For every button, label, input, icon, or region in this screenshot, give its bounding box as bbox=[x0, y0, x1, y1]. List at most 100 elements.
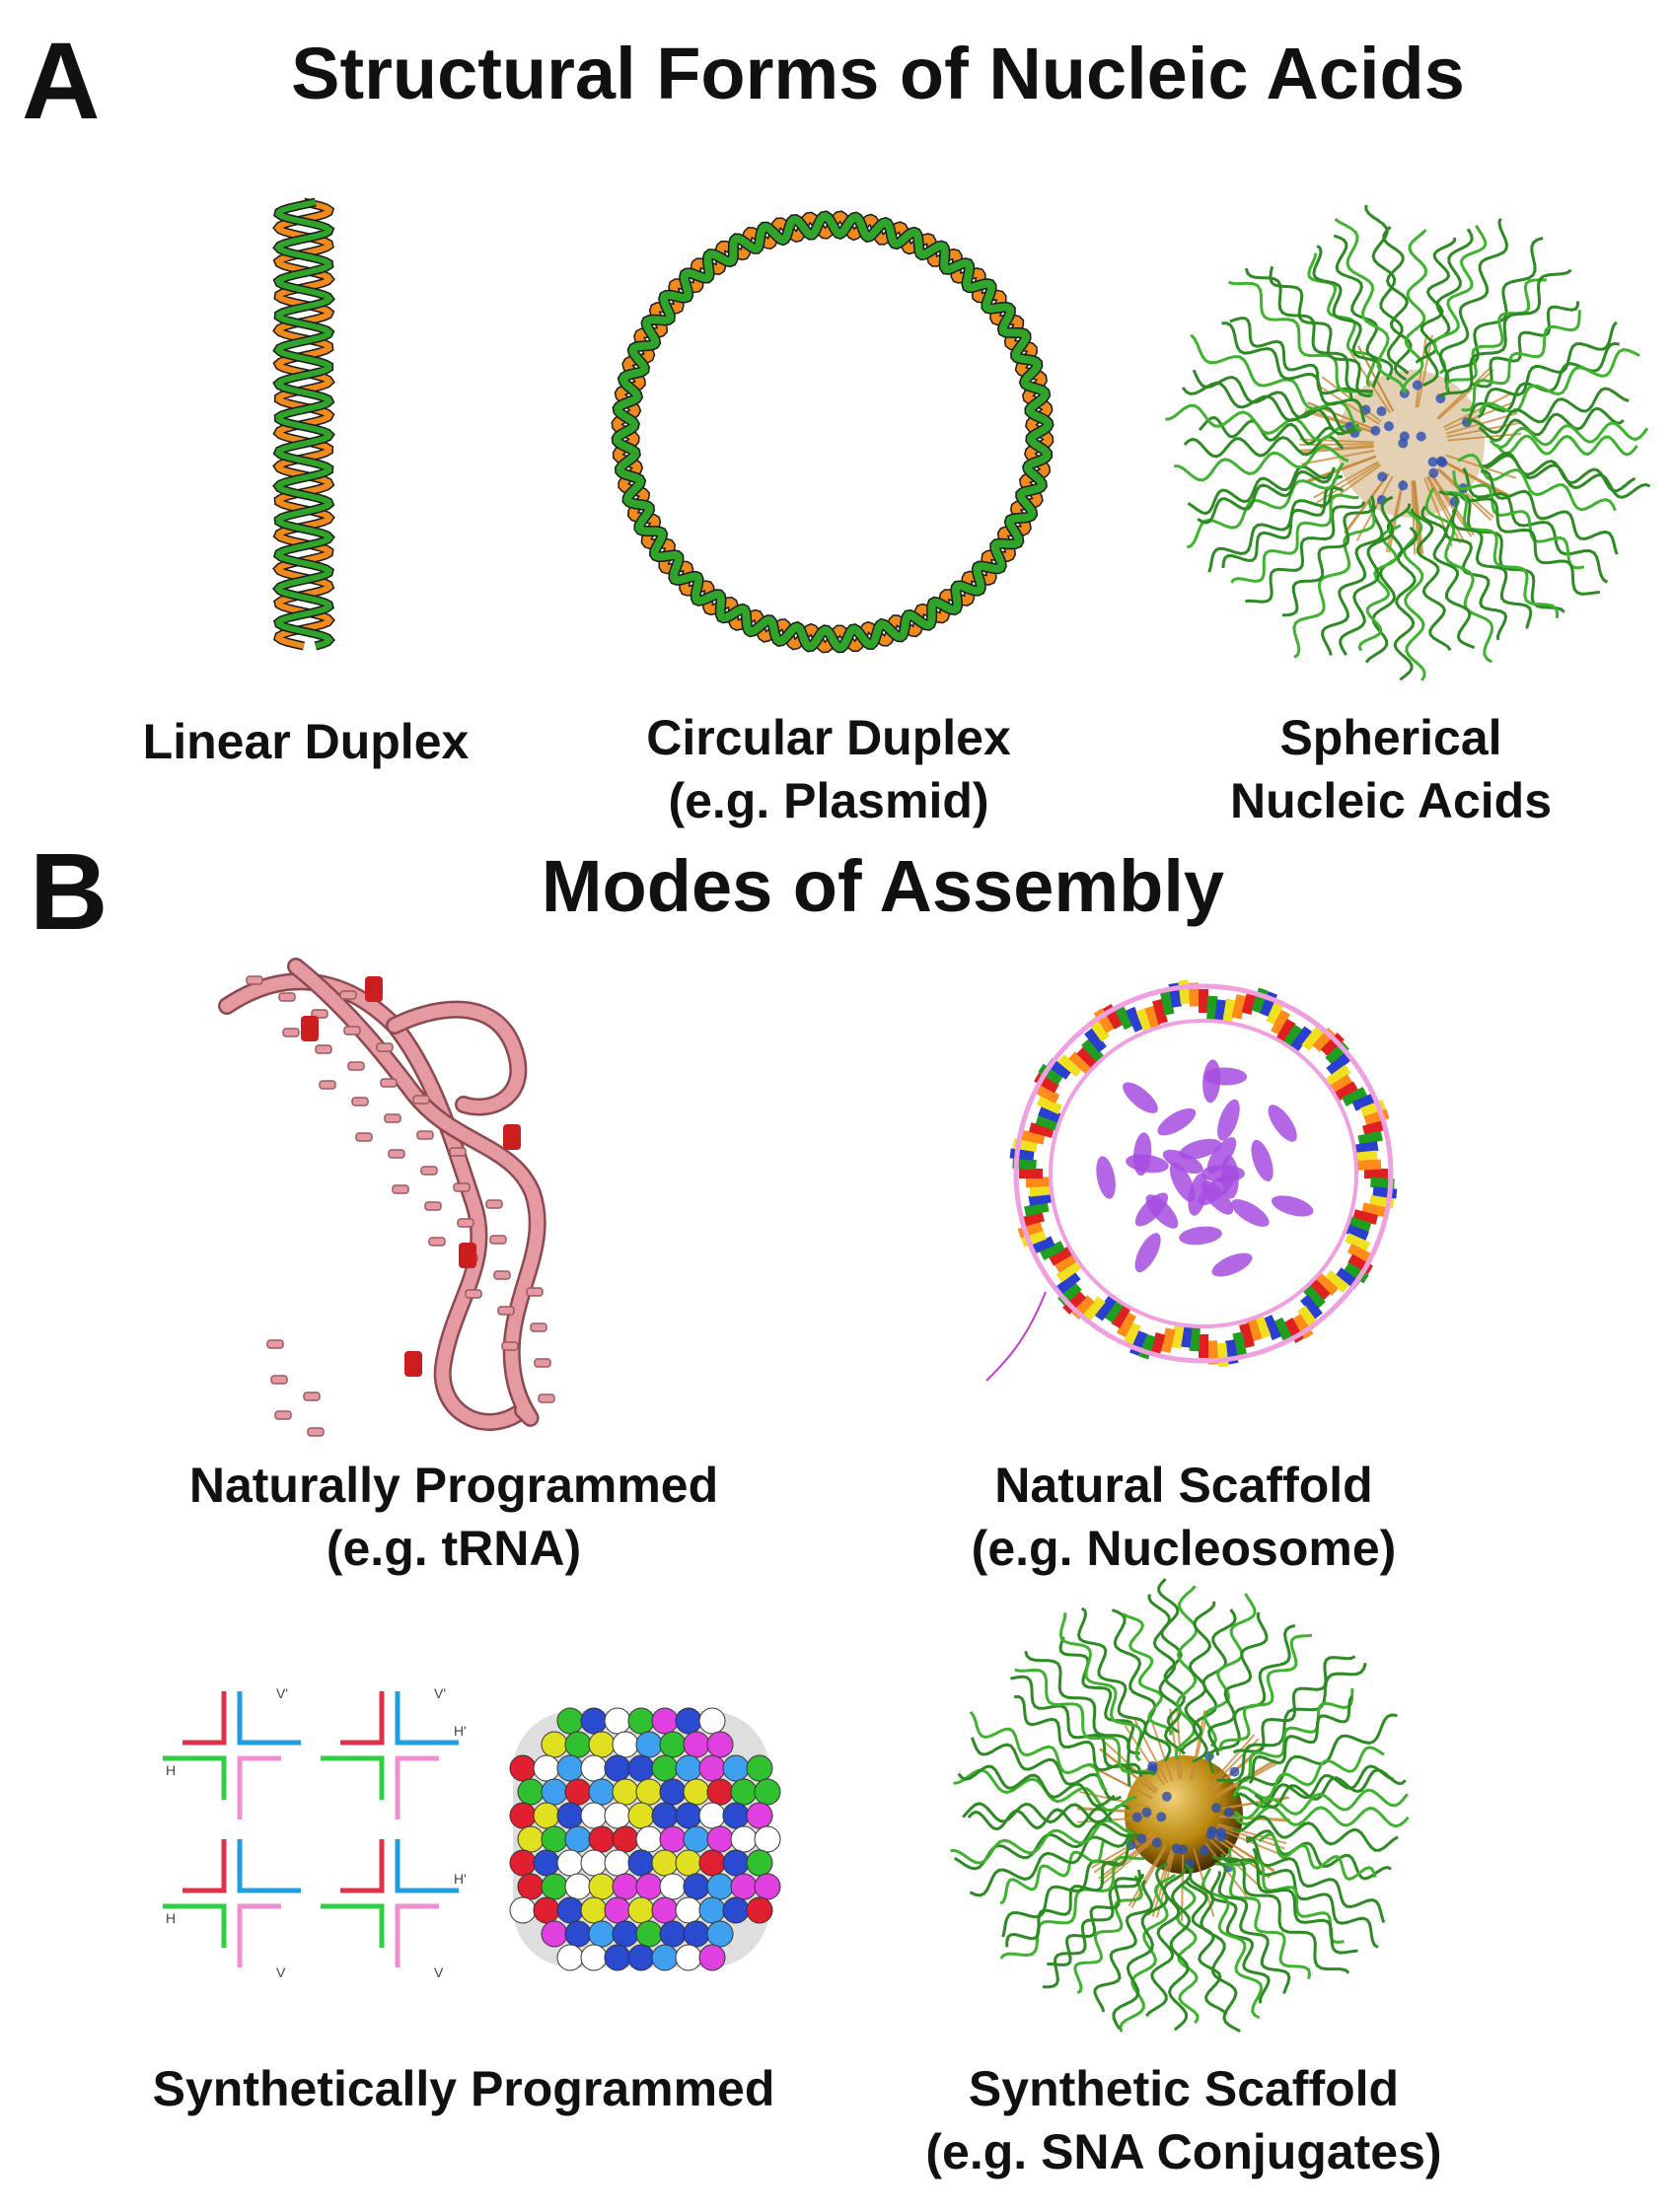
trna-base bbox=[424, 1201, 442, 1211]
tether-strand bbox=[1206, 1734, 1256, 1789]
oligonucleotide-strand bbox=[1047, 1873, 1145, 1967]
oligonucleotide-strand bbox=[1364, 503, 1412, 664]
pink-strand bbox=[395, 1903, 439, 1967]
sna-conjugate-illustration bbox=[950, 1578, 1410, 2034]
dna-base-pair bbox=[1189, 1326, 1200, 1352]
oligonucleotide-strand bbox=[1334, 217, 1405, 392]
dna-base-pair bbox=[1038, 1106, 1064, 1124]
blue-bead bbox=[1398, 480, 1409, 491]
cage-bead bbox=[612, 1731, 639, 1758]
cage-bead bbox=[517, 1873, 545, 1900]
dna-base-pair bbox=[1326, 1052, 1351, 1076]
cage-bead bbox=[706, 1825, 734, 1853]
cage-bead bbox=[635, 1731, 663, 1758]
trna-base bbox=[489, 1235, 507, 1245]
dna-base-pair bbox=[1245, 1316, 1263, 1342]
dna-base-pair bbox=[1352, 1209, 1379, 1225]
red-strand bbox=[182, 1839, 227, 1893]
blue-bead bbox=[1215, 1827, 1226, 1838]
trna-base bbox=[311, 1009, 328, 1019]
oligonucleotide-strand bbox=[1111, 1608, 1172, 1762]
tether-strand bbox=[1304, 410, 1376, 435]
trna-base bbox=[534, 1358, 551, 1368]
oligonucleotide-strand bbox=[1200, 1867, 1264, 2020]
blue-bead bbox=[1428, 467, 1439, 478]
dna-base-pair bbox=[1122, 1321, 1141, 1348]
oligonucleotide-strand bbox=[1174, 445, 1349, 482]
blue-bead bbox=[1156, 1812, 1167, 1822]
circular-duplex-illustration bbox=[611, 210, 1055, 654]
blue-bead bbox=[1370, 425, 1381, 436]
dna-base-pair bbox=[1320, 1033, 1345, 1057]
oligonucleotide-strand bbox=[1402, 508, 1426, 681]
dna-base-pair bbox=[1333, 1081, 1358, 1103]
dna-base-pair bbox=[1034, 1084, 1060, 1105]
dna-base-pair bbox=[1231, 994, 1247, 1020]
cage-bead bbox=[722, 1802, 750, 1829]
cage-bead bbox=[627, 1849, 655, 1877]
blue-bead bbox=[1223, 1807, 1234, 1818]
cage-bead bbox=[517, 1825, 545, 1853]
oligonucleotide-strand bbox=[1168, 1862, 1193, 2032]
cage-bead bbox=[604, 1802, 631, 1829]
oligonucleotide-strand bbox=[1420, 505, 1476, 650]
trna-base bbox=[465, 1289, 482, 1299]
cage-bead bbox=[635, 1920, 663, 1948]
oligonucleotide-strand bbox=[1184, 1879, 1228, 2016]
cage-bead bbox=[564, 1778, 592, 1806]
dna-base-pair bbox=[1117, 1312, 1136, 1338]
cage-bead bbox=[612, 1873, 639, 1900]
spherical-nucleic-acid-illustration bbox=[1165, 204, 1651, 681]
oligonucleotide-strand bbox=[1220, 1853, 1358, 1955]
pink-strand bbox=[237, 1755, 281, 1820]
oligonucleotide-strand bbox=[1321, 505, 1384, 656]
blue-bead bbox=[1136, 1833, 1147, 1844]
green-strand bbox=[321, 1755, 385, 1800]
trna-base bbox=[416, 1130, 434, 1140]
oligonucleotide-strand bbox=[962, 1802, 1130, 1824]
tether-strand bbox=[1443, 392, 1511, 429]
blue-strand bbox=[237, 1691, 301, 1746]
cage-bead bbox=[675, 1944, 702, 1971]
blue-bead bbox=[1435, 456, 1446, 466]
cage-bead bbox=[722, 1754, 750, 1782]
cage-bead bbox=[651, 1944, 679, 1971]
dna-base-pair bbox=[1300, 1294, 1323, 1320]
sna-core bbox=[1337, 370, 1485, 518]
histone-helix bbox=[1251, 1139, 1273, 1181]
histone-helix bbox=[1169, 1162, 1196, 1202]
cage-bead bbox=[683, 1825, 710, 1853]
oligonucleotide-strand bbox=[1229, 317, 1353, 400]
cage-bead bbox=[580, 1944, 608, 1971]
oligonucleotide-strand bbox=[1186, 462, 1345, 549]
oligonucleotide-strand bbox=[1477, 321, 1618, 419]
histone-helix bbox=[1231, 1199, 1270, 1227]
dna-base-pair bbox=[1035, 1114, 1061, 1132]
dna-base-pair bbox=[1364, 1169, 1388, 1178]
trna-base bbox=[453, 1182, 471, 1192]
oligonucleotide-strand bbox=[1232, 1746, 1385, 1800]
trna-base bbox=[392, 1184, 409, 1194]
trna-base bbox=[493, 1270, 511, 1280]
dna-base-pair bbox=[1036, 1096, 1062, 1114]
cage-bead bbox=[651, 1849, 679, 1877]
trna-base bbox=[274, 1410, 292, 1420]
oligonucleotide-strand bbox=[1073, 1875, 1143, 1995]
dna-base-pair bbox=[1239, 1322, 1255, 1349]
trna-base bbox=[282, 1028, 300, 1037]
lattice-label: H bbox=[166, 1762, 176, 1778]
cage-bead bbox=[517, 1778, 545, 1806]
oligonucleotide-strand bbox=[1009, 1675, 1142, 1777]
tether-strand bbox=[1316, 463, 1380, 504]
green-strand bbox=[163, 1755, 227, 1800]
cage-bead bbox=[746, 1754, 773, 1782]
cage-bead bbox=[541, 1873, 568, 1900]
oligonucleotide-strand bbox=[1432, 224, 1488, 375]
cage-bead bbox=[541, 1731, 568, 1758]
cage-bead bbox=[556, 1944, 584, 1971]
oligonucleotide-strand bbox=[1244, 267, 1374, 393]
cage-bead bbox=[533, 1802, 560, 1829]
cage-bead bbox=[683, 1873, 710, 1900]
cage-bead bbox=[651, 1802, 679, 1829]
